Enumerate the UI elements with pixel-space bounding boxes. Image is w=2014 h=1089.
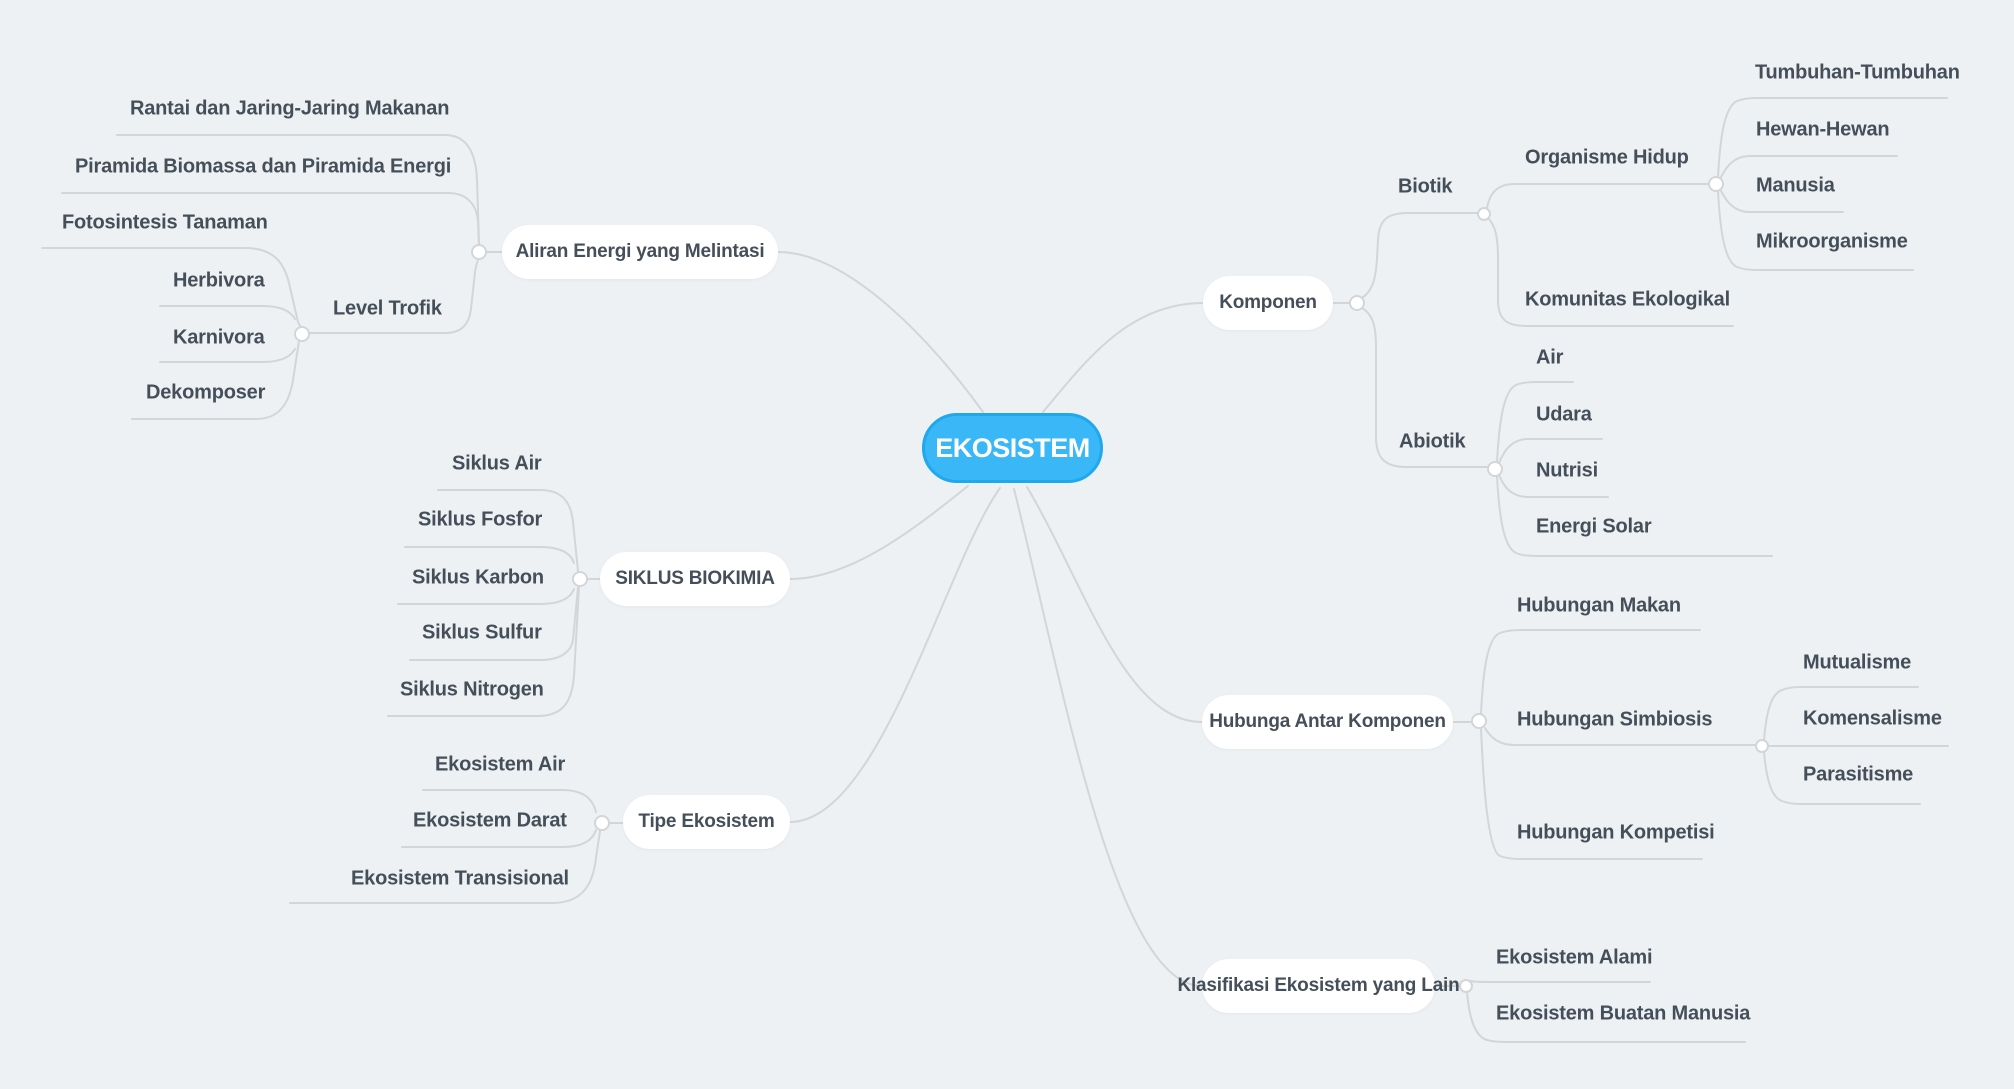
node-energi-solar[interactable]: Energi Solar xyxy=(1536,515,1652,538)
connector-level-trofik xyxy=(308,258,480,334)
node-komunitas-ekologikal[interactable]: Komunitas Ekologikal xyxy=(1525,288,1730,311)
connector-root-siklus xyxy=(789,485,969,580)
connector-dekomposer xyxy=(131,340,300,420)
node-ekosistem-air[interactable]: Ekosistem Air xyxy=(435,753,566,776)
node-siklus-biokimia[interactable]: SIKLUS BIOKIMIA xyxy=(600,552,790,606)
node-parasitisme[interactable]: Parasitisme xyxy=(1803,763,1914,786)
node-karnivora[interactable]: Karnivora xyxy=(173,326,265,349)
node-udara[interactable]: Udara xyxy=(1536,403,1592,426)
connector-siklus-fosfor xyxy=(404,546,575,564)
node-air[interactable]: Air xyxy=(1536,346,1564,369)
node-fotosintesis-tanaman[interactable]: Fotosintesis Tanaman xyxy=(62,211,268,234)
connector-root-hubunga xyxy=(1026,486,1203,723)
node-organisme-hidup[interactable]: Organisme Hidup xyxy=(1525,146,1689,169)
connector-hubungan-makan xyxy=(1480,629,1701,715)
node-hubunga-antar-komponen[interactable]: Hubunga Antar Komponen xyxy=(1202,695,1453,749)
node-tumbuhan-tumbuhan[interactable]: Tumbuhan-Tumbuhan xyxy=(1755,61,1960,84)
node-abiotik[interactable]: Abiotik xyxy=(1399,430,1466,453)
connector-root-tipe xyxy=(789,487,1001,823)
node-herbivora[interactable]: Herbivora xyxy=(173,269,265,292)
node-manusia[interactable]: Manusia xyxy=(1756,174,1835,197)
connector-ekosistem-darat xyxy=(401,829,597,848)
node-aliran-energi[interactable]: Aliran Energi yang Melintasi xyxy=(502,225,778,279)
node-hewan-hewan[interactable]: Hewan-Hewan xyxy=(1756,118,1890,141)
connector-ekosistem-alami xyxy=(1468,980,1651,983)
connector-herbivora xyxy=(159,305,296,320)
branch-point-komponen xyxy=(1349,295,1365,311)
connector-organisme-hidup xyxy=(1486,183,1710,209)
branch-point-aliran xyxy=(471,244,487,260)
node-level-trofik[interactable]: Level Trofik xyxy=(333,297,442,320)
node-klasifikasi-ekosistem[interactable]: Klasifikasi Ekosistem yang Lain xyxy=(1177,959,1460,1013)
node-siklus-sulfur[interactable]: Siklus Sulfur xyxy=(422,621,542,644)
branch-point-trofik xyxy=(294,326,310,342)
node-ekosistem-root[interactable]: EKOSISTEM xyxy=(922,413,1103,483)
branch-point-organisme xyxy=(1708,176,1724,192)
connector-biotik xyxy=(1361,212,1479,299)
node-mikroorganisme[interactable]: Mikroorganisme xyxy=(1756,230,1908,253)
branch-point-simbiosis xyxy=(1755,739,1769,753)
node-hubungan-makan[interactable]: Hubungan Makan xyxy=(1517,594,1681,617)
branch-point-biotik xyxy=(1477,207,1491,221)
branch-point-abiotik xyxy=(1487,461,1503,477)
branch-point-klasifikasi xyxy=(1459,979,1473,993)
node-nutrisi[interactable]: Nutrisi xyxy=(1536,459,1598,482)
node-biotik[interactable]: Biotik xyxy=(1398,175,1453,198)
branch-point-siklus xyxy=(572,571,588,587)
node-dekomposer[interactable]: Dekomposer xyxy=(146,381,266,404)
connector-karnivora xyxy=(159,348,296,363)
node-rantai-jaring-makanan[interactable]: Rantai dan Jaring-Jaring Makanan xyxy=(130,97,450,120)
node-komponen[interactable]: Komponen xyxy=(1203,276,1333,330)
node-tipe-ekosistem[interactable]: Tipe Ekosistem xyxy=(623,795,790,849)
node-hubungan-simbiosis[interactable]: Hubungan Simbiosis xyxy=(1517,708,1713,731)
node-ekosistem-buatan-manusia[interactable]: Ekosistem Buatan Manusia xyxy=(1496,1002,1751,1025)
node-mutualisme[interactable]: Mutualisme xyxy=(1803,651,1912,674)
connector-siklus-karbon xyxy=(397,588,575,605)
node-komensalisme[interactable]: Komensalisme xyxy=(1803,707,1942,730)
node-piramida-biomassa-energi[interactable]: Piramida Biomassa dan Piramida Energi xyxy=(75,155,452,178)
connector-root-komponen xyxy=(1042,302,1204,413)
node-siklus-karbon[interactable]: Siklus Karbon xyxy=(412,566,544,589)
connector-root-aliran xyxy=(777,251,984,413)
node-ekosistem-darat[interactable]: Ekosistem Darat xyxy=(413,809,567,832)
node-siklus-nitrogen[interactable]: Siklus Nitrogen xyxy=(400,678,544,701)
branch-point-tipe xyxy=(594,815,610,831)
node-siklus-air[interactable]: Siklus Air xyxy=(452,452,542,475)
node-ekosistem-alami[interactable]: Ekosistem Alami xyxy=(1496,946,1653,969)
connector-root-klasifikasi xyxy=(1013,488,1203,987)
node-ekosistem-transisional[interactable]: Ekosistem Transisional xyxy=(351,867,569,890)
node-siklus-fosfor[interactable]: Siklus Fosfor xyxy=(418,508,543,531)
branch-point-hubunga xyxy=(1471,713,1487,729)
node-hubungan-kompetisi[interactable]: Hubungan Kompetisi xyxy=(1517,821,1715,844)
